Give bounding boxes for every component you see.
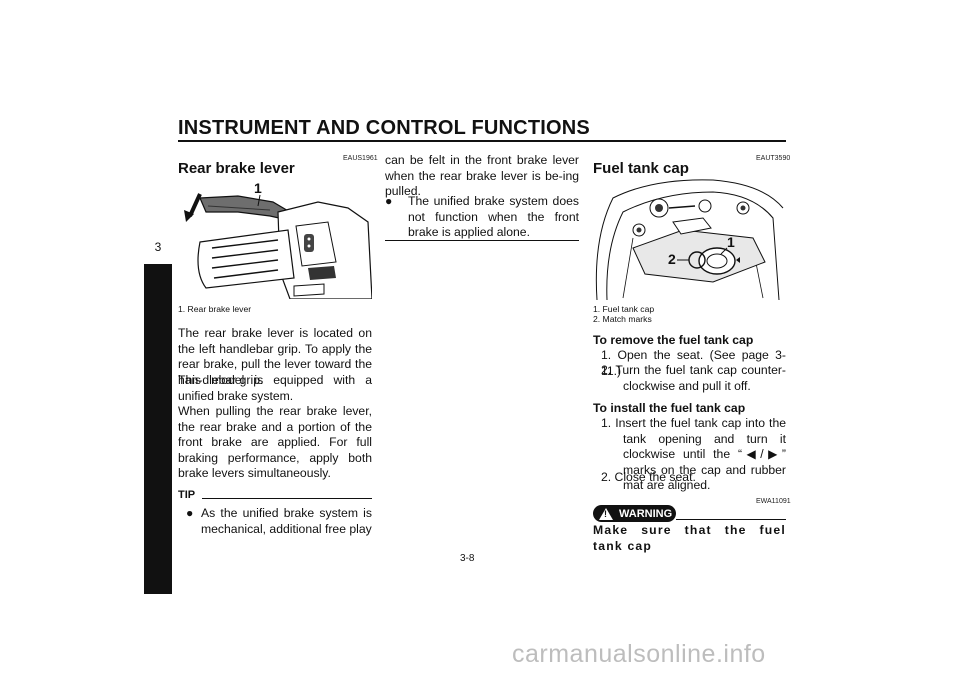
warning-code: EWA11091	[756, 498, 791, 505]
warning-badge: ! WARNING	[593, 505, 676, 522]
fuel-tank-cap-illustration: 1 2	[593, 178, 786, 301]
tip-label: TIP	[178, 489, 196, 501]
warning-text: Make sure that the fuel tank cap	[593, 523, 786, 553]
rear-brake-lever-illustration: 1	[178, 180, 373, 300]
caption-rear-brake-lever: 1. Rear brake lever	[178, 304, 252, 314]
install-step-1: 1. Insert the fuel tank cap into the tan…	[601, 416, 786, 494]
warning-label: WARNING	[619, 507, 673, 520]
caption-match-marks: 2. Match marks	[593, 314, 652, 324]
warning-rule	[676, 519, 786, 520]
heading-remove-fuel-cap: To remove the fuel tank cap	[593, 333, 754, 347]
tip-rule	[202, 498, 372, 499]
paragraph-braking-performance: When pulling the rear brake lever, the r…	[178, 404, 372, 481]
tip-bullet-text: As the unified brake system is mechanica…	[201, 506, 372, 536]
remove-step-2-text: 2. Turn the fuel tank cap counter-clockw…	[601, 363, 786, 393]
page-header-title: INSTRUMENT AND CONTROL FUNCTIONS	[178, 117, 590, 139]
middle-bullet-dot: ●	[385, 194, 393, 208]
remove-step-2: 2. Turn the fuel tank cap counter-clockw…	[601, 363, 786, 394]
page-number: 3-8	[460, 553, 475, 564]
paragraph-rear-brake-location: The rear brake lever is located on the l…	[178, 326, 372, 387]
paragraph-unified-brake: This model is equipped with a unified br…	[178, 373, 372, 403]
caption-fuel-tank-cap: 1. Fuel tank cap	[593, 304, 655, 314]
install-step-1-text: 1. Insert the fuel tank cap into the tan…	[601, 416, 786, 493]
header-rule	[178, 140, 786, 142]
remove-step-1: 1. Open the seat. (See page 3-11.)	[601, 348, 786, 378]
middle-bullet-text: The unified brake system does not functi…	[408, 194, 579, 240]
side-tab	[144, 264, 172, 594]
callout-2-match-marks: 2	[668, 251, 676, 267]
section-title-rear-brake: Rear brake lever	[178, 160, 295, 177]
section-code-fuel: EAUT3590	[756, 155, 791, 162]
section-title-fuel-tank-cap: Fuel tank cap	[593, 160, 689, 177]
warning-icon: !	[599, 507, 613, 520]
tip-end-rule	[385, 240, 579, 241]
side-tab-number: 3	[154, 240, 162, 254]
continuation-text: can be felt in the front brake lever whe…	[385, 153, 579, 199]
install-step-2: 2. Close the seat.	[601, 470, 696, 484]
section-code: EAUS1961	[343, 155, 378, 162]
callout-1-rear-brake: 1	[254, 180, 262, 196]
watermark: carmanualsonline.info	[512, 640, 766, 668]
heading-install-fuel-cap: To install the fuel tank cap	[593, 401, 746, 415]
tip-bullet-dot: ●	[186, 506, 194, 520]
callout-1-fuel-cap: 1	[727, 234, 735, 250]
